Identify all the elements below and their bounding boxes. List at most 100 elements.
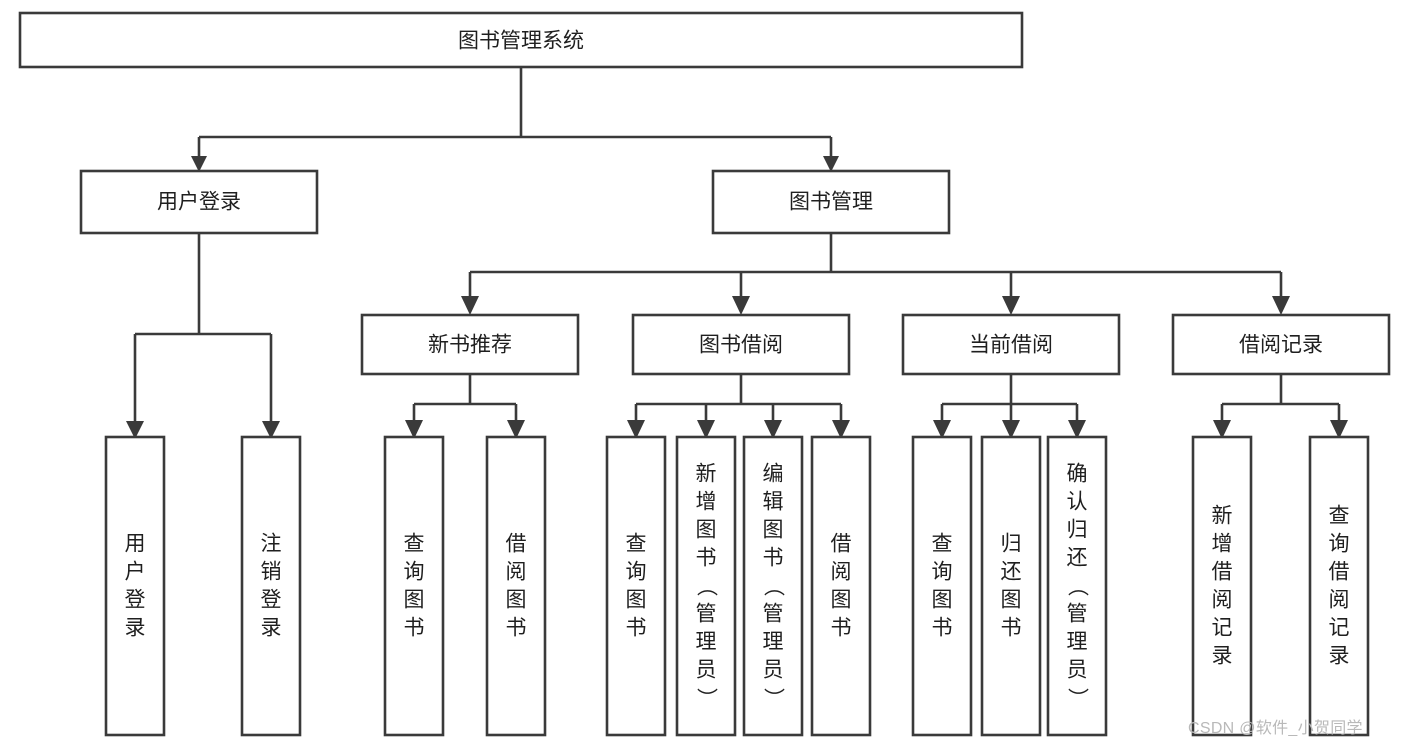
edge-current-borrow-to-leaves xyxy=(940,374,1079,420)
vertical-char: 图 xyxy=(932,589,953,612)
vertical-char: 书 xyxy=(932,617,953,640)
vertical-char: 查 xyxy=(1329,505,1350,528)
vertical-char: 查 xyxy=(932,533,953,556)
edge-user-login-to-leaves xyxy=(133,233,273,421)
vertical-char: 阅 xyxy=(506,561,527,584)
arrow-to-book-manage xyxy=(823,156,839,172)
leaf-11-box[interactable] xyxy=(1046,435,1108,737)
borrow-record-box[interactable] xyxy=(1171,313,1391,376)
leaf-10-box[interactable] xyxy=(980,435,1042,737)
leaf-13-box[interactable] xyxy=(1308,435,1370,737)
leaf-9-box[interactable] xyxy=(911,435,973,737)
leaf-2-box[interactable] xyxy=(240,435,302,737)
vertical-char: 登 xyxy=(125,589,146,612)
leaf-1-box[interactable] xyxy=(104,435,166,737)
vertical-char: 记 xyxy=(1212,617,1233,640)
vertical-char: 图 xyxy=(626,589,647,612)
leaf-8-box[interactable] xyxy=(810,435,872,737)
arrow-to-leaf-1 xyxy=(126,421,144,439)
edge-new-book-rec-to-leaves xyxy=(412,374,518,420)
vertical-char: 图 xyxy=(404,589,425,612)
vertical-char: 阅 xyxy=(831,561,852,584)
node-root[interactable]: 图书管理系统 xyxy=(18,11,1024,69)
vertical-char: 书 xyxy=(1001,617,1022,640)
vertical-char: 阅 xyxy=(1329,589,1350,612)
leaf-6-box[interactable] xyxy=(675,435,737,737)
node-user-login[interactable]: 用户登录 xyxy=(79,169,319,235)
node-borrow-record[interactable]: 借阅记录 xyxy=(1171,313,1391,376)
vertical-char: 借 xyxy=(506,533,527,556)
user-login-box[interactable] xyxy=(79,169,319,235)
node-book-borrow[interactable]: 图书借阅 xyxy=(631,313,851,376)
arrow-to-leaf-3 xyxy=(405,420,423,439)
edge-book-manage-to-level3 xyxy=(468,233,1283,296)
vertical-char: 书 xyxy=(831,617,852,640)
leaf-7-box[interactable] xyxy=(742,435,804,737)
vertical-char: 借 xyxy=(831,533,852,556)
vertical-char: 管 xyxy=(763,603,784,626)
vertical-char: 编 xyxy=(763,463,784,486)
arrow-to-leaf-8 xyxy=(832,420,850,439)
vertical-char: 录 xyxy=(125,617,146,640)
vertical-char: 还 xyxy=(1067,547,1088,570)
vertical-char: 询 xyxy=(626,561,647,584)
vertical-char: 借 xyxy=(1212,561,1233,584)
vertical-char: ） xyxy=(695,688,718,709)
arrow-to-new-book-rec xyxy=(461,296,479,315)
vertical-char: 理 xyxy=(763,631,784,654)
leaf-3-box[interactable] xyxy=(383,435,445,737)
vertical-char: 书 xyxy=(404,617,425,640)
vertical-char: 录 xyxy=(1329,645,1350,668)
arrow-to-leaf-12 xyxy=(1213,420,1231,439)
vertical-char: 图 xyxy=(763,519,784,542)
new-book-rec-box[interactable] xyxy=(360,313,580,376)
vertical-char: 用 xyxy=(125,533,146,556)
leaf-1-label: 用户登录 xyxy=(125,533,146,640)
node-book-manage[interactable]: 图书管理 xyxy=(711,169,951,235)
arrow-to-current-borrow xyxy=(1002,296,1020,315)
vertical-char: 登 xyxy=(261,589,282,612)
vertical-char: 录 xyxy=(261,617,282,640)
book-manage-box[interactable] xyxy=(711,169,951,235)
vertical-char: 查 xyxy=(626,533,647,556)
vertical-char: 书 xyxy=(696,547,717,570)
vertical-char: 借 xyxy=(1329,561,1350,584)
vertical-char: 归 xyxy=(1067,519,1088,542)
leaf-12-box[interactable] xyxy=(1191,435,1253,737)
node-leaf-1[interactable]: 用户登录 xyxy=(104,435,166,737)
leaf-5-box[interactable] xyxy=(605,435,667,737)
vertical-char: 户 xyxy=(125,561,146,584)
node-new-book-rec[interactable]: 新书推荐 xyxy=(360,313,580,376)
arrow-to-leaf-7 xyxy=(764,420,782,439)
vertical-char: 增 xyxy=(1212,533,1233,556)
book-borrow-box[interactable] xyxy=(631,313,851,376)
vertical-char: （ xyxy=(1066,576,1089,597)
root-box[interactable] xyxy=(18,11,1024,69)
arrow-to-leaf-10 xyxy=(1002,420,1020,439)
arrow-to-leaf-6 xyxy=(697,420,715,439)
vertical-char: 新 xyxy=(1212,505,1233,528)
edge-borrow-record-to-leaves xyxy=(1220,374,1341,420)
vertical-char: 图 xyxy=(1001,589,1022,612)
current-borrow-label: 当前借阅 xyxy=(969,334,1053,357)
current-borrow-box[interactable] xyxy=(901,313,1121,376)
node-current-borrow[interactable]: 当前借阅 xyxy=(901,313,1121,376)
leaf-4-box[interactable] xyxy=(485,435,547,737)
